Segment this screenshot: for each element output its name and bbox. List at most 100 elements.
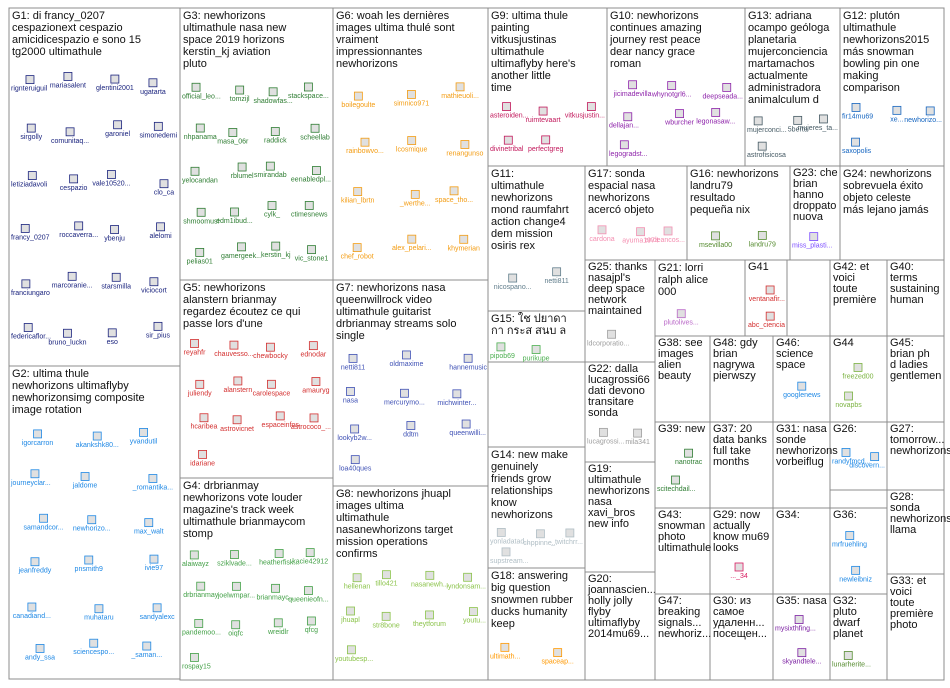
node-label: randyfmcd... [832, 458, 871, 465]
node-label: nasanewh... [411, 581, 449, 588]
node-label: discovern... [849, 463, 885, 470]
node: garoniel [105, 120, 131, 138]
node-label: garoniel [105, 131, 130, 138]
node-label: mathieuoli... [441, 93, 479, 100]
node-label: jeanfreddy [18, 568, 52, 575]
node-label: shmoomusi [183, 218, 219, 225]
node: carolespace [253, 379, 290, 397]
node-avatar [195, 379, 205, 389]
node-label: vic_stone1 [295, 256, 329, 263]
node-avatar [80, 472, 90, 481]
node: whynotgrl6... [651, 81, 692, 99]
group-title: G34: [776, 509, 800, 521]
node-label: lyndonsam... [446, 583, 486, 590]
node-avatar [553, 648, 563, 658]
node: ultimath... [490, 642, 520, 660]
node-label: lunarherite... [832, 662, 871, 669]
group-title: G36: [833, 509, 857, 521]
group-frame [487, 165, 586, 312]
node: wburcher [664, 109, 695, 127]
node-label: vale10520... [92, 181, 130, 188]
node: mercurymo... [384, 388, 425, 406]
node: jicimadevilla [613, 80, 652, 98]
node-avatar [303, 82, 313, 92]
node-label: chewbocky [253, 353, 288, 360]
node-label: cardona [589, 236, 614, 243]
node: skyandtele... [782, 648, 822, 666]
node-avatar [765, 285, 775, 295]
node: scitechdail... [657, 475, 696, 493]
node-avatar [110, 225, 119, 234]
node-label: ctimesnews [291, 211, 328, 218]
node-label: ugatarta [140, 89, 166, 96]
node-avatar [74, 221, 84, 231]
node-avatar [407, 136, 417, 145]
node-avatar [35, 644, 45, 653]
node-label: pelias01 [187, 258, 213, 265]
node-avatar [793, 115, 803, 125]
node-avatar [159, 179, 169, 189]
node-avatar [671, 475, 680, 485]
node-label: lcosmique [396, 147, 428, 154]
node-avatar [851, 103, 861, 112]
node-label: fir14mu69 [842, 113, 873, 120]
node-label: chppinne... [523, 540, 557, 547]
node: yonladatad... [490, 528, 530, 545]
node-label: juliendy [187, 390, 212, 397]
node-avatar [757, 141, 767, 151]
node-label: landru79 [749, 241, 776, 248]
node: _romantika... [132, 474, 173, 491]
node-label: viciocort [141, 288, 167, 295]
node-avatar [360, 137, 370, 147]
node-avatar [67, 271, 77, 281]
node-avatar [461, 419, 471, 429]
node: ctimesnews [291, 201, 328, 218]
node: smirandab [254, 161, 287, 179]
node-label: simonedemi [139, 132, 177, 139]
node-avatar [63, 72, 73, 81]
node-avatar [459, 234, 469, 244]
node: samandcor... [24, 513, 64, 531]
node-label: ventanafir... [749, 296, 785, 303]
node-avatar [308, 341, 318, 351]
node: alelomi [149, 222, 172, 240]
node-avatar [734, 562, 744, 572]
node-label: raddick [264, 138, 287, 145]
node-label: canadiand... [13, 613, 51, 620]
node: simonedemi [139, 121, 178, 139]
node-label: nanotrac [675, 459, 703, 466]
node: alanstern [223, 376, 252, 394]
node-label: chef_robot [341, 254, 374, 261]
node: letiziadavoli [11, 171, 48, 189]
group-frame [772, 335, 831, 423]
node: stackspace... [288, 82, 329, 100]
node-label: hellenan [344, 584, 371, 591]
node-avatar [310, 123, 320, 133]
group-frame [584, 361, 656, 463]
node-avatar [794, 615, 804, 624]
node-avatar [892, 105, 902, 115]
node: spaceap... [542, 648, 574, 666]
node: pelias01 [187, 247, 213, 265]
node-avatar [27, 602, 37, 612]
node-label: pnsmith9 [75, 566, 104, 573]
node-avatar [845, 531, 855, 540]
node-avatar [110, 74, 120, 84]
node: youtu... [463, 607, 486, 625]
node-avatar [841, 448, 851, 457]
node-label: reyahfr [184, 349, 206, 356]
node-avatar [270, 127, 280, 136]
node-label: ednodar [301, 352, 327, 359]
